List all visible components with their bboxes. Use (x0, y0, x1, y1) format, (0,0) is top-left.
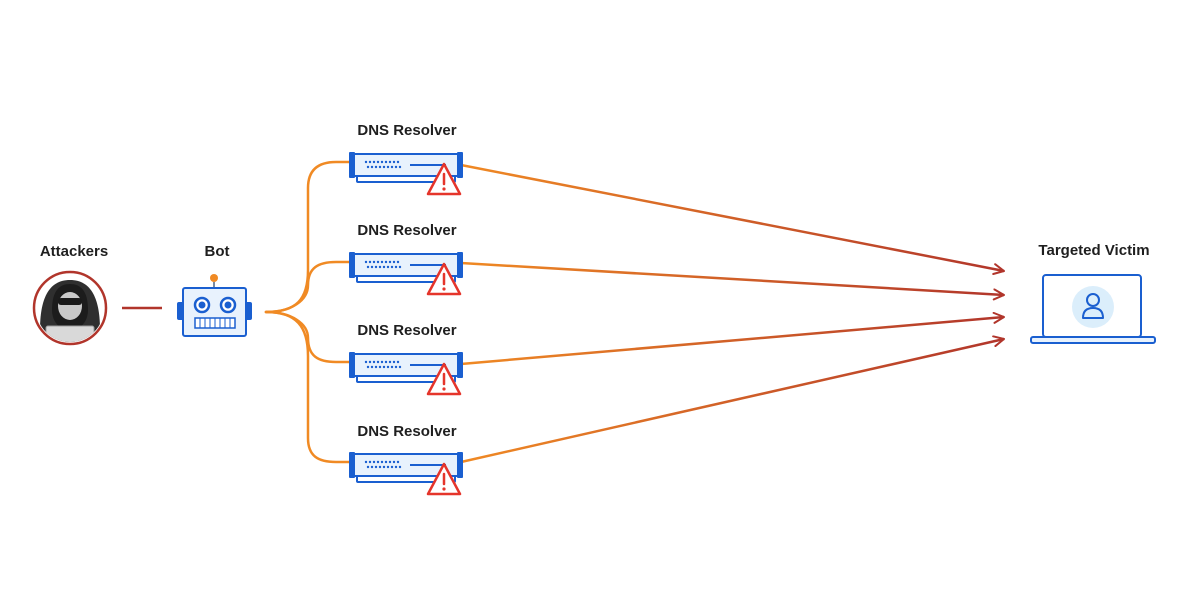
dns-resolver-group (349, 152, 463, 496)
warning-icon (426, 362, 462, 396)
warning-icon (426, 262, 462, 296)
robot-icon (177, 274, 252, 337)
reflection-attack-lines (460, 163, 1005, 464)
bot-branch-lines (264, 160, 352, 464)
hooded-attacker-icon (40, 280, 100, 342)
bot-label: Bot (204, 243, 230, 260)
branch-line-2 (264, 260, 352, 314)
attack-line-3 (460, 311, 1005, 366)
dns-resolver-server-3 (349, 352, 463, 396)
targeted-victim-label: Targeted Victim (1038, 242, 1150, 259)
dns-resolver-server-2 (349, 252, 463, 296)
dns-resolver-label-2: DNS Resolver (357, 222, 457, 239)
server-icon (349, 252, 463, 283)
branch-line-4 (264, 310, 352, 464)
user-icon (1072, 286, 1114, 328)
server-icon (349, 152, 463, 183)
dns-resolver-server-4 (349, 452, 463, 496)
warning-icon (426, 162, 462, 196)
attack-line-4 (460, 335, 1005, 464)
dns-resolver-label-1: DNS Resolver (357, 122, 457, 139)
dns-resolver-server-1 (349, 152, 463, 196)
server-icon (349, 452, 463, 483)
attack-line-2 (460, 261, 1005, 301)
warning-icon (426, 462, 462, 496)
attack-line-1 (460, 163, 1005, 275)
dns-resolver-label-3: DNS Resolver (357, 322, 457, 339)
attackers-label: Attackers (39, 243, 109, 260)
victim-node (1030, 274, 1156, 344)
server-icon (349, 352, 463, 383)
dns-resolver-label-4: DNS Resolver (357, 423, 457, 440)
attacker-node (32, 270, 108, 346)
bot-node (177, 274, 252, 337)
